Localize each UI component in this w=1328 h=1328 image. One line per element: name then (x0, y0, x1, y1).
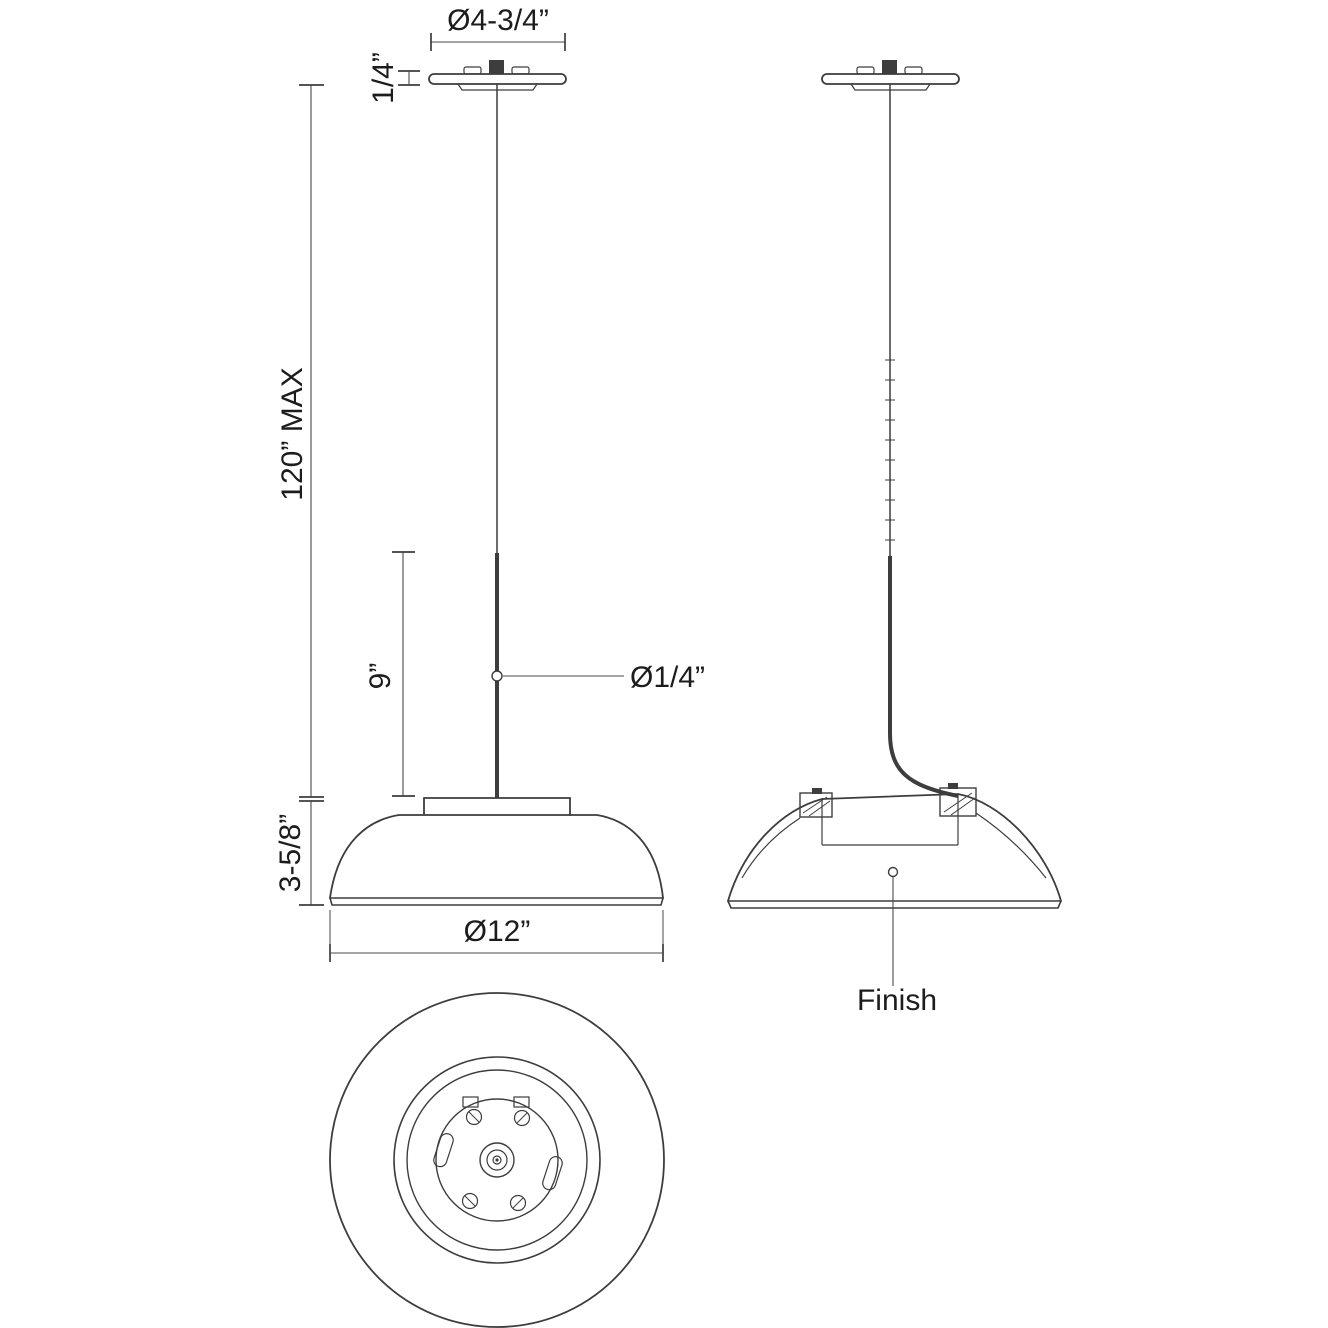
screw (461, 1192, 479, 1210)
bracket-clip-right (948, 783, 958, 789)
canopy-side (821, 60, 960, 91)
dim-stem-diameter-label: Ø1/4” (630, 661, 705, 694)
shade-outer-rim (329, 992, 665, 1328)
shade-rim-bottom (329, 897, 664, 906)
mounting-plate (435, 1098, 559, 1222)
bracket-clip-left (812, 788, 822, 794)
canopy-plate (821, 73, 960, 85)
screw (513, 1109, 531, 1127)
cable-adjustment-marks (885, 359, 895, 541)
bracket-hatch (950, 797, 976, 816)
dim-shade-diameter: Ø12” (329, 910, 664, 962)
dim-shade-height-label: 3-5/8” (274, 814, 307, 892)
front-elevation-view: Ø4-3/4” 1/4” 120” MAX 9” (274, 4, 705, 962)
plate-slots (433, 1133, 563, 1191)
dim-max-drop-label: 120” MAX (276, 367, 309, 500)
leader-stem-diameter: Ø1/4” (503, 661, 705, 694)
dim-stem-length: 9” (364, 551, 415, 797)
finish-node (887, 866, 899, 878)
tab (513, 1096, 530, 1108)
plate-tabs (462, 1096, 530, 1108)
canopy-plate (428, 73, 567, 85)
stem-rod-side (888, 556, 959, 798)
center-dot (495, 1158, 499, 1162)
tab (462, 1096, 479, 1108)
dim-shade-diameter-label: Ø12” (464, 915, 531, 948)
canopy-screw-right (904, 66, 923, 75)
dim-canopy-diameter: Ø4-3/4” (430, 4, 566, 51)
rod-diameter-node (491, 670, 503, 682)
dim-canopy-height-label: 1/4” (367, 52, 400, 104)
canopy-screw-left (856, 66, 875, 75)
inner-ring (406, 1069, 588, 1251)
center-hub (479, 1142, 515, 1178)
side-elevation-view: Finish (727, 60, 1062, 1017)
bottom-view (329, 992, 665, 1328)
finish-label: Finish (857, 984, 937, 1017)
screw-slot (468, 1111, 480, 1123)
screw (465, 1108, 483, 1126)
dim-shade-height: 3-5/8” (274, 800, 324, 906)
shade-dome-outline (329, 814, 664, 899)
dim-max-drop: 120” MAX (276, 84, 324, 798)
screw (509, 1194, 527, 1212)
bracket-hatch (943, 792, 973, 813)
dim-canopy-diameter-label: Ø4-3/4” (447, 4, 549, 37)
canopy-screw-left (463, 66, 482, 75)
shade-front (329, 797, 664, 906)
canopy-stud (882, 60, 897, 74)
shade-side (727, 783, 1062, 909)
shade-rim-bottom (727, 900, 1062, 909)
plate-screws (461, 1108, 531, 1212)
shade-dome-outline (727, 793, 1062, 902)
canopy-stud (489, 60, 504, 74)
dim-canopy-height: 1/4” (367, 52, 420, 104)
screw-slot (512, 1197, 524, 1209)
canopy-screw-right (511, 66, 530, 75)
screw-slot (464, 1195, 476, 1207)
keyhole-slot (542, 1156, 563, 1191)
keyhole-slot (433, 1133, 454, 1168)
dim-stem-length-label: 9” (364, 663, 397, 690)
leader-finish: Finish (857, 866, 937, 1017)
screw-slot (516, 1112, 528, 1124)
shade-seam-right (975, 812, 1047, 879)
shade-opening (393, 1056, 601, 1264)
shade-seam-left (741, 817, 801, 879)
bracket-hatch (802, 796, 828, 814)
bracket-hatch (808, 800, 831, 817)
